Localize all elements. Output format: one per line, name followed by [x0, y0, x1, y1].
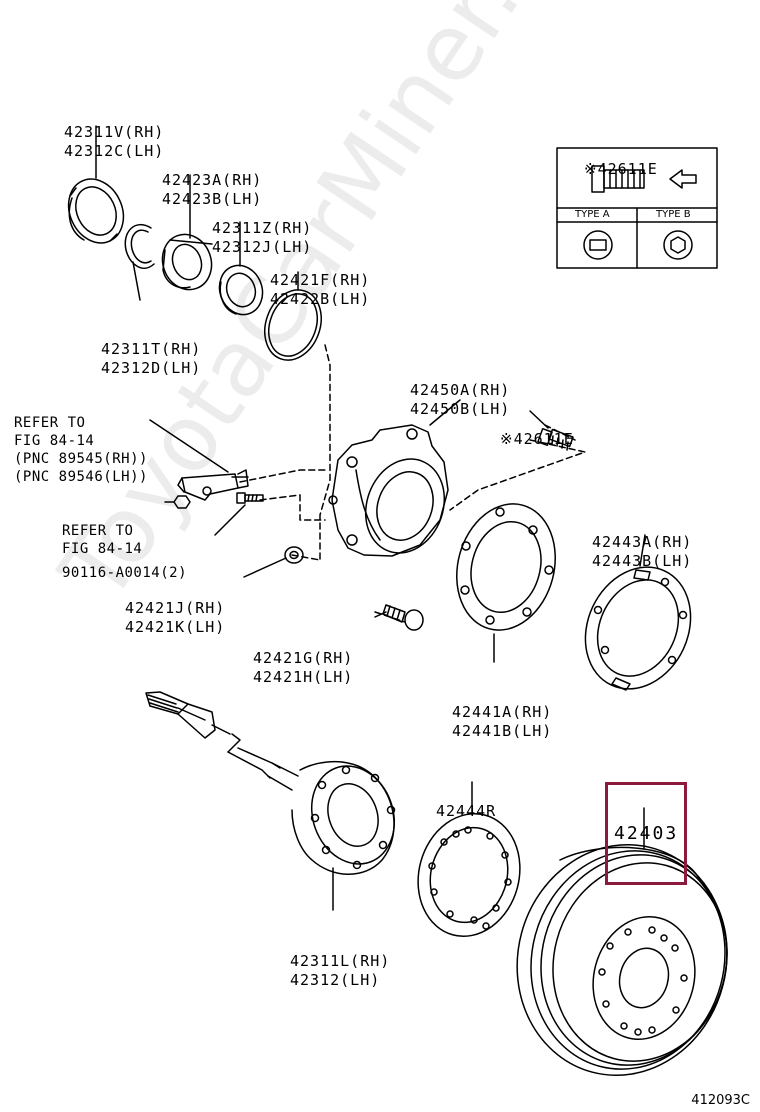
inset-type-b-icon: [663, 230, 693, 260]
abs-sensor: [177, 469, 249, 501]
gasket-42441a: [456, 503, 556, 631]
bolt-90116: [236, 492, 264, 504]
label-42311t[interactable]: 42311T(RH)42312D(LH): [101, 340, 202, 377]
label-42443a[interactable]: 42443A(RH)42443B(LH): [592, 533, 693, 570]
label-42403-highlighted[interactable]: 42403: [605, 782, 688, 885]
hub-housing-42450a: [328, 424, 449, 557]
assembly-lines: [239, 344, 586, 623]
bolt-42421g: [382, 604, 424, 631]
brake-drum-42403[interactable]: [492, 821, 753, 1099]
inset-type-b-label: TYPE B: [656, 209, 691, 220]
label-42444r[interactable]: 42444R: [436, 802, 497, 820]
o-ring-42421f: [264, 289, 322, 361]
label-42311v[interactable]: 42311V(RH)42312C(LH): [64, 123, 165, 160]
nut-42421j: [284, 546, 304, 564]
label-42421j[interactable]: 42421J(RH)42421K(LH): [125, 599, 226, 636]
label-42421f[interactable]: 42421F(RH)42422B(LH): [270, 271, 371, 308]
inset-type-a-icon: [583, 230, 613, 260]
leader-42311t: [132, 261, 141, 301]
leader-42611e: [529, 410, 549, 429]
leader-42421j: [243, 557, 287, 578]
snap-ring-42311t: [124, 223, 155, 269]
nut-refer2: [173, 495, 191, 509]
label-90116[interactable]: 90116-A0014(2): [62, 565, 188, 581]
inset-stud-icon: [591, 165, 697, 193]
leader-42421g: [374, 611, 387, 618]
label-42311z[interactable]: 42311Z(RH)42312J(LH): [212, 219, 313, 256]
leader-90116: [214, 504, 246, 536]
bearing-42423a: [161, 233, 213, 291]
hub-bolt-42611e: [537, 427, 574, 451]
inset-type-a-label: TYPE A: [575, 209, 610, 220]
gasket-42444r: [417, 812, 521, 938]
leader-42443a: [639, 534, 646, 567]
label-42421g[interactable]: 42421G(RH)42421H(LH): [253, 649, 354, 686]
inset-part-label[interactable]: ※42611E: [584, 160, 658, 178]
gasket-42443a: [584, 566, 692, 691]
label-42311l[interactable]: 42311L(RH)42312(LH): [290, 952, 391, 989]
leader-42450a: [429, 399, 461, 426]
label-42423a[interactable]: 42423A(RH)42423B(LH): [162, 171, 263, 208]
label-42441a[interactable]: 42441A(RH)42441B(LH): [452, 703, 553, 740]
diagram-code: 412093C: [691, 1093, 750, 1108]
axle-shaft-42311l: [145, 691, 396, 875]
label-42450a[interactable]: 42450A(RH)42450B(LH): [410, 381, 511, 418]
oil-seal-42311z: [218, 264, 264, 316]
label-42611e[interactable]: ※42611E: [500, 430, 574, 448]
leader-refer1: [149, 419, 229, 473]
oil-seal-42311v: [67, 178, 125, 244]
